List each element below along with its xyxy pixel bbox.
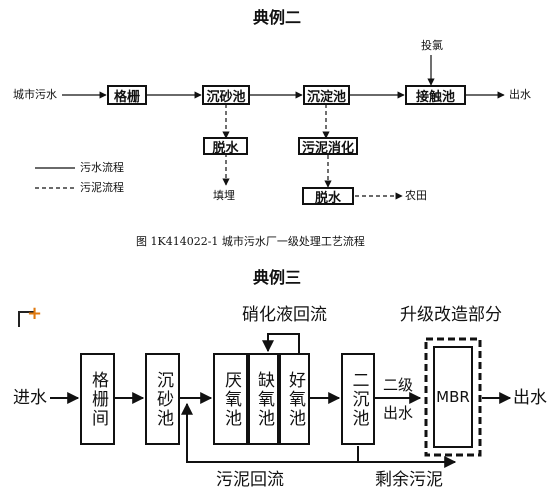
excess-sludge-label: 剩余污泥 [375,470,443,490]
legend-sludge-label: 污泥流程 [80,181,124,194]
diagram1-output-label: 出水 [509,88,531,101]
diagram2-output-label: 出水 [513,388,547,408]
anaerobic-tank-box: 厌氧池 [213,353,248,445]
landfill-label: 填埋 [213,189,235,202]
chlorine-label: 投氯 [421,39,443,52]
diagram2-title: 典例三 [253,268,302,287]
secondary-effluent-label-2: 出水 [383,404,414,422]
sedimentation-tank-box: 沉淀池 [303,85,350,105]
aerobic-tank-box: 好氧池 [279,353,310,445]
diagram1-input-label: 城市污水 [13,88,57,101]
grille-box: 格栅 [107,85,147,105]
contact-tank-box: 接触池 [405,85,466,105]
sludge-digestion-box: 污泥消化 [298,137,358,156]
diagram1-title: 典例二 [253,8,302,27]
nitrate-return-label: 硝化液回流 [242,305,327,325]
grille-room-box: 格栅间 [80,353,115,445]
diagram1-caption: 图 1K414022-1 城市污水厂一级处理工艺流程 [136,235,365,248]
diagram2-input-label: 进水 [13,388,47,408]
upgrade-label: 升级改造部分 [400,305,502,325]
farmland-label: 农田 [405,189,427,202]
dewater-box-2: 脱水 [302,187,354,206]
sludge-return-label: 污泥回流 [216,470,284,490]
mbr-box: MBR [433,346,473,448]
secondary-clarifier-box: 二沉池 [341,353,375,445]
secondary-effluent-label-1: 二级 [383,376,414,394]
dewater-box-1: 脱水 [203,137,248,156]
anoxic-tank-box: 缺氧池 [248,353,279,445]
grit-chamber-box: 沉砂池 [202,85,250,105]
legend-sewage-label: 污水流程 [80,161,124,174]
grit-chamber-box-2: 沉砂池 [145,353,180,445]
